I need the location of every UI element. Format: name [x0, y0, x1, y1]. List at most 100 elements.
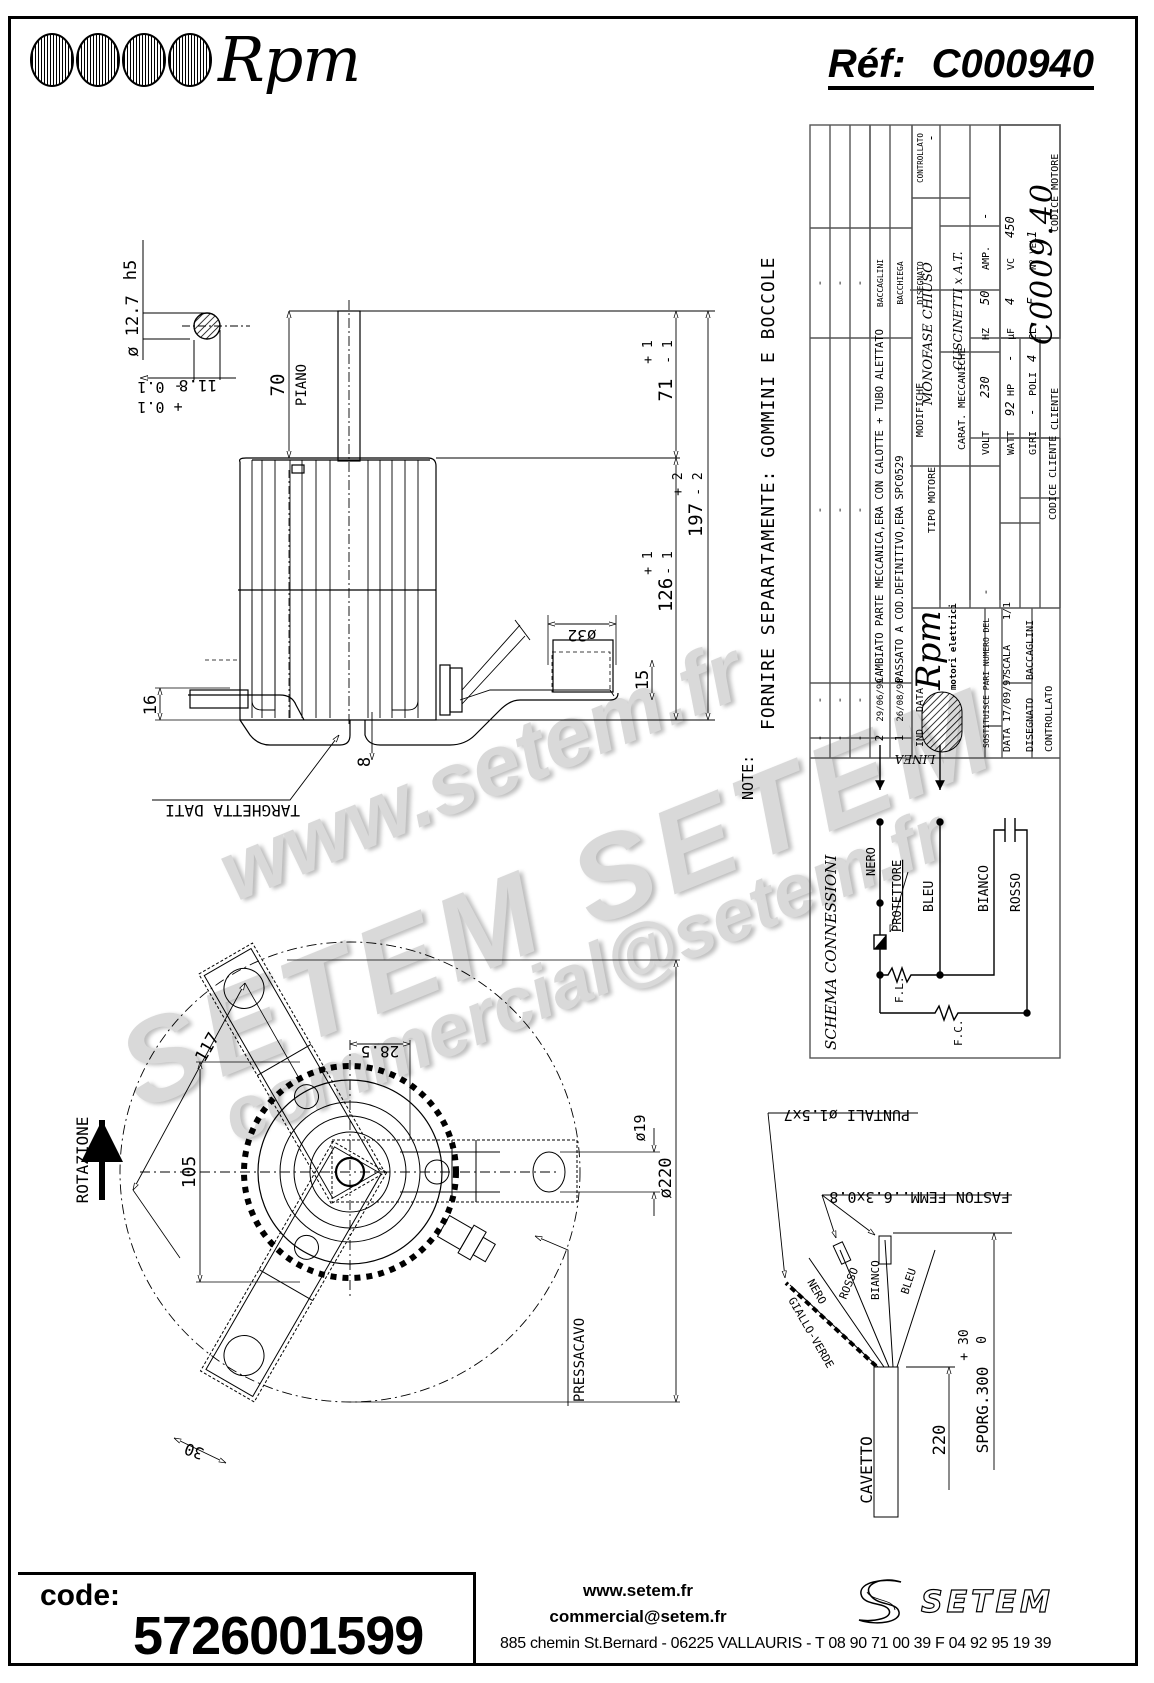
svg-text:µF: µF: [1006, 328, 1017, 340]
rev-2-sign: BACCAGLINI: [876, 259, 885, 307]
svg-text:MODIFICHE: MODIFICHE: [915, 383, 926, 437]
website-link[interactable]: www.setem.fr: [583, 1581, 693, 1600]
shaft-section: [140, 240, 250, 380]
svg-text:GIRI: GIRI: [1028, 431, 1039, 455]
title-block-text: - - - 2 1 IND - - - 29/06/99 26/08/98 DA…: [813, 133, 1061, 752]
svg-text:-: -: [979, 589, 992, 596]
hz-value: 50: [978, 291, 992, 305]
bleu-label: BLEU: [922, 881, 937, 912]
wire-rosso: ROSSO: [837, 1266, 861, 1302]
svg-text:-: -: [853, 280, 866, 287]
svg-text:VC: VC: [1006, 258, 1017, 270]
wire-giallo-verde: GIALLO-VERDE: [785, 1295, 836, 1370]
shaft-flat-tol-plus: + 0.1: [137, 398, 182, 416]
rpm-logo: Rpm: [30, 23, 361, 96]
ref-label: Réf:: [827, 42, 906, 86]
faston-label: FASTON FEMM..6.3x0.8: [829, 1188, 1010, 1206]
rev-1-ind: 1: [893, 735, 906, 742]
ref-value: C000940: [931, 42, 1094, 86]
setem-swirl-icon: [858, 1579, 902, 1624]
brand-name: Rpm: [218, 23, 361, 96]
svg-text:CL.: CL.: [1028, 322, 1039, 340]
cable-dim-220: 220: [930, 1425, 950, 1456]
dim-30: 30: [182, 1439, 207, 1463]
dim-197-tol-minus: - 2: [691, 472, 706, 495]
note-text: FORNIRE SEPARATAMENTE: GOMMINI E BOCCOLE: [758, 257, 779, 730]
rev-2-date: 29/06/99: [876, 678, 886, 721]
dim-126-tol-plus: + 1: [641, 551, 656, 574]
svg-text:CARAT. MECCANICHE: CARAT. MECCANICHE: [957, 348, 968, 450]
svg-text:-: -: [813, 507, 826, 514]
nvel-value: 1: [1025, 231, 1039, 238]
svg-text:Nº VEL.: Nº VEL.: [1029, 232, 1039, 270]
email-link[interactable]: commercial@setem.fr: [549, 1607, 727, 1626]
drawing-frame: [8, 16, 1138, 1666]
sporg-tol-minus: 0: [975, 1336, 990, 1344]
rotazione-label: ROTAZIONE: [73, 1117, 92, 1204]
motor-front-view: [81, 941, 680, 1463]
sporg-tol-plus: + 30: [957, 1329, 972, 1360]
poli-value: 4: [1025, 355, 1039, 362]
giri-value: -: [1025, 409, 1039, 416]
svg-text:CONTROLLATO: CONTROLLATO: [916, 133, 925, 183]
hp-value: -: [1003, 355, 1017, 362]
svg-text:IND: IND: [915, 729, 926, 747]
pressacavo-label: PRESSACAVO: [572, 1318, 588, 1402]
bianco-label: BIANCO: [977, 865, 992, 912]
svg-text:HZ: HZ: [981, 328, 992, 340]
cl-value: F: [1025, 297, 1039, 305]
dim-117: 117: [191, 1029, 224, 1066]
codice-cliente-label: CODICE CLIENTE: [1048, 436, 1059, 520]
svg-text:TIPO MOTORE: TIPO MOTORE: [927, 467, 938, 533]
dim-19: ø19: [631, 1114, 649, 1141]
title-block-coil-icon: [921, 691, 963, 753]
svg-text:POLI: POLI: [1028, 372, 1039, 396]
svg-text:-: -: [853, 507, 866, 514]
dim-15: 15: [633, 670, 653, 690]
contact-block: www.setem.fr commercial@setem.fr: [528, 1578, 748, 1630]
note-label: NOTE:: [739, 755, 757, 800]
cable-view: [767, 1112, 1012, 1518]
code-value: 5726001599: [133, 1606, 424, 1666]
motor-side-view: [152, 300, 715, 801]
dim-16: 16: [141, 695, 161, 715]
uf-value: 4: [1003, 298, 1017, 305]
svg-text:SCALA: SCALA: [1002, 645, 1013, 675]
dim-197-tol-plus: + 2: [671, 472, 686, 495]
drawing-date: 17/09/97: [1002, 674, 1013, 722]
motor-type: MONOFASE CHIUSO: [921, 262, 936, 406]
designer-name: BACCAGLINI: [1025, 620, 1036, 680]
wire-bleu: BLEU: [898, 1267, 919, 1296]
svg-text:DISEGNATO: DISEGNATO: [916, 261, 925, 305]
volt-value: 230: [978, 376, 992, 398]
sporg-label: SPORG.300: [973, 1367, 992, 1454]
shaft-tolerance-class: h5: [121, 260, 141, 280]
svg-text:-: -: [833, 280, 846, 287]
dim-32: ø32: [568, 626, 597, 645]
title-block-client: CLIENTE CODICE CLIENTE C0009.40: [1025, 182, 1060, 520]
cavetto-label: CAVETTO: [857, 1436, 876, 1503]
svg-text:VOLT: VOLT: [981, 431, 992, 455]
shaft-diameter: ø 12.7: [123, 295, 143, 356]
fc-label: F.C.: [952, 1020, 965, 1047]
svg-text:AMP.: AMP.: [981, 246, 992, 270]
watt-value: 92: [1003, 402, 1017, 416]
svg-text:CLIENTE: CLIENTE: [1050, 388, 1061, 430]
title-block-brand: Rpm: [909, 610, 949, 691]
dim-71: 71: [655, 379, 677, 402]
dim-70: 70: [267, 374, 289, 397]
address: 885 chemin St.Bernard - 06225 VALLAURIS …: [500, 1635, 1052, 1652]
svg-text:-: -: [853, 735, 866, 742]
setem-brand: SETEM: [920, 1584, 1054, 1620]
puntali-label: PUNTALI ø1.5x7: [784, 1106, 910, 1124]
svg-text:DATA: DATA: [1002, 728, 1013, 752]
dim-28-5: 28.5: [361, 1042, 400, 1061]
svg-text:-: -: [813, 280, 826, 287]
spec-grid: [910, 125, 1001, 600]
wire-bianco: BIANCO: [869, 1260, 882, 1300]
svg-text:-: -: [833, 735, 846, 742]
svg-text:-: -: [853, 697, 866, 704]
svg-text:WATT: WATT: [1006, 431, 1017, 455]
dim-126-tol-minus: - 1: [661, 551, 676, 574]
